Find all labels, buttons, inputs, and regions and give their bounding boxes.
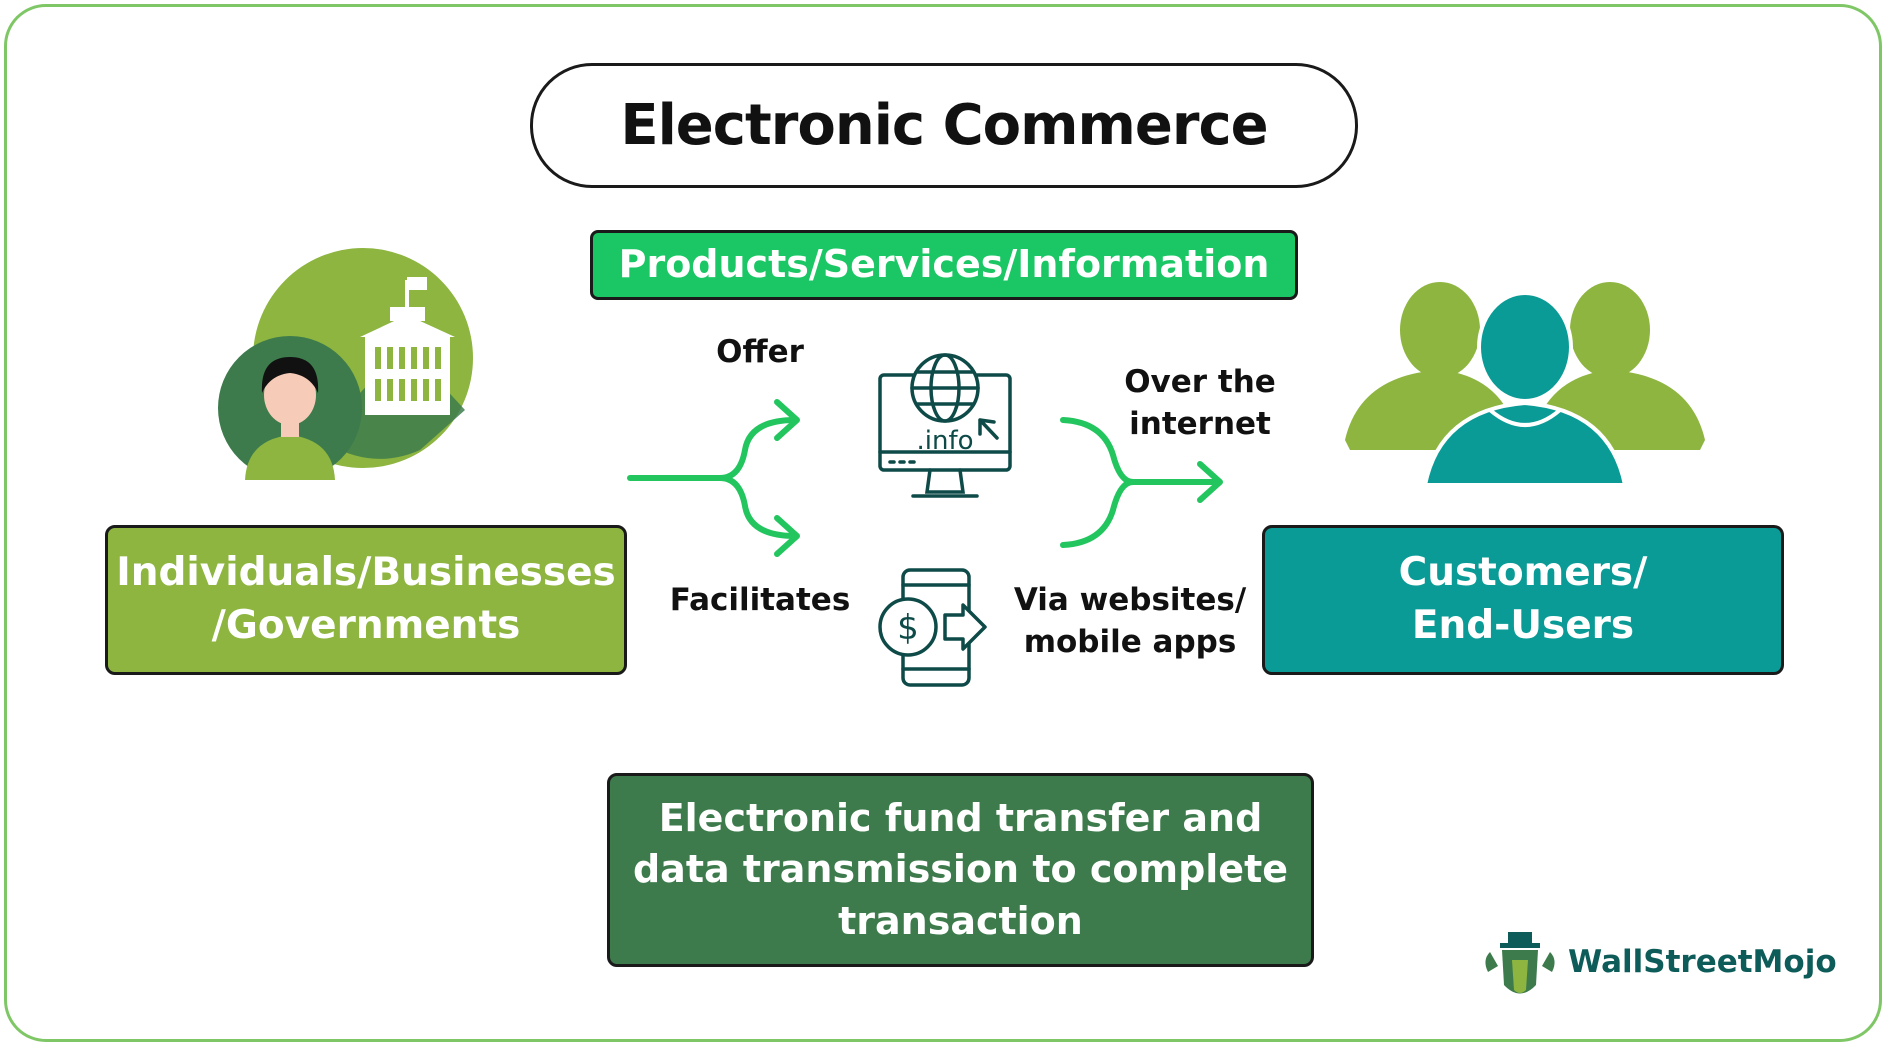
person-icon [218, 336, 362, 480]
delivery-arrow [1060, 417, 1223, 548]
customers-box: Customers/ End-Users [1262, 525, 1784, 675]
transaction-box: Electronic fund transfer and data transm… [607, 773, 1314, 967]
mobile-payment-icon: $ [878, 568, 987, 687]
info-text: .info [916, 426, 973, 456]
dollar-symbol: $ [897, 608, 919, 648]
page-title: Electronic Commerce [530, 63, 1358, 188]
diagram-frame [4, 4, 1882, 1042]
offer-label: Offer [716, 334, 804, 370]
provider-illustration [218, 248, 473, 480]
facilitates-label: Facilitates [669, 582, 851, 618]
users-group-icon [1345, 282, 1705, 487]
monitor-globe-icon: .info [878, 353, 1012, 498]
via-websites-label: Via websites/ mobile apps [1013, 582, 1247, 660]
over-internet-label: Over the internet [1124, 364, 1276, 442]
offering-box: Products/Services/Information [590, 230, 1298, 300]
offer-facilitate-arrows [627, 399, 800, 557]
brand-name: WallStreetMojo [1568, 944, 1837, 980]
brand-logo-icon [1485, 932, 1555, 994]
providers-box: Individuals/Businesses /Governments [105, 525, 627, 675]
